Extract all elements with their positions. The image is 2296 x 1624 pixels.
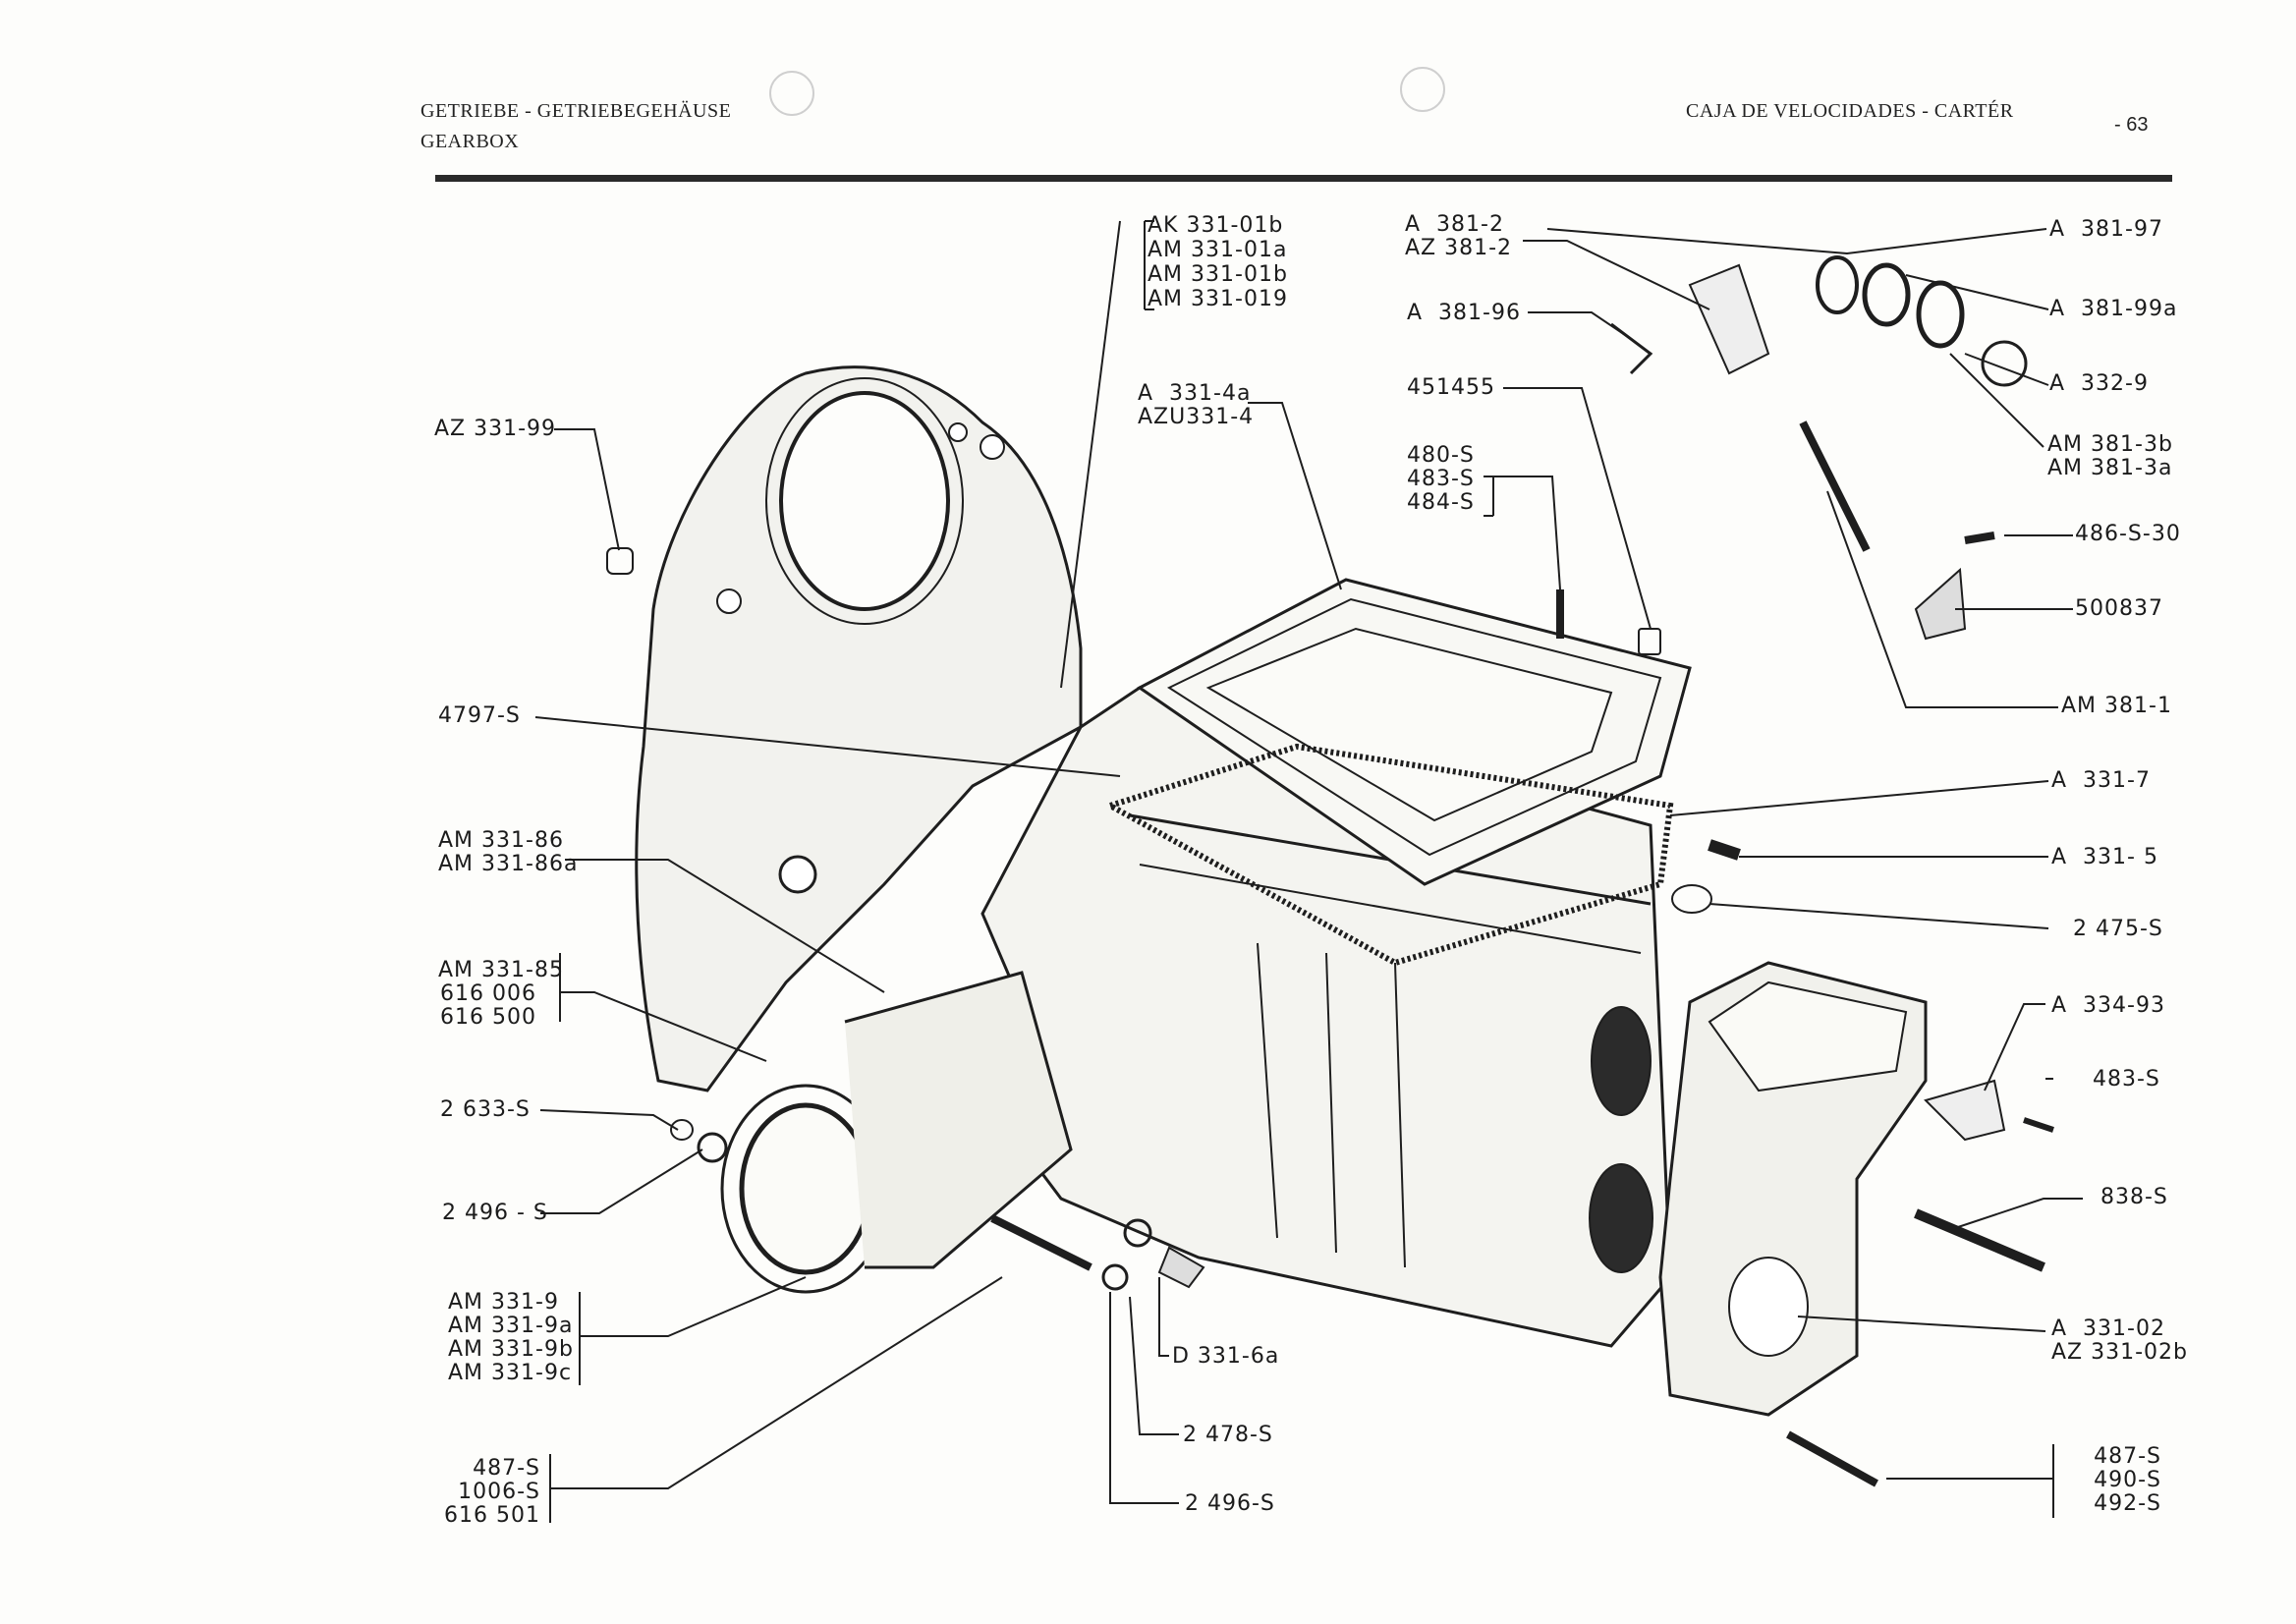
label-az381-2: AZ 381-2 bbox=[1405, 236, 1513, 260]
label-1006-s: 1006-S bbox=[458, 1480, 540, 1504]
label-a331-4a: A 331-4a bbox=[1138, 381, 1252, 406]
header-rule bbox=[435, 175, 2172, 182]
pin-a381-96 bbox=[1610, 322, 1653, 375]
label-am331-85: AM 331-85 bbox=[438, 958, 564, 982]
label-484-s: 484-S bbox=[1407, 490, 1475, 515]
label-838-s: 838-S bbox=[2100, 1185, 2168, 1209]
label-a381-2: A 381-2 bbox=[1405, 212, 1504, 237]
nut-a332-9 bbox=[1981, 340, 2028, 387]
label-2496-s-bottom: 2 496-S bbox=[1185, 1491, 1275, 1516]
pin-451455 bbox=[1638, 628, 1661, 655]
label-az331-99: AZ 331-99 bbox=[434, 417, 557, 441]
label-490-s: 490-S bbox=[2094, 1468, 2161, 1492]
bell-housing-bore bbox=[779, 391, 950, 611]
punch-hole-left bbox=[769, 71, 814, 116]
gasket bbox=[1102, 743, 1674, 967]
header-title-en: GEARBOX bbox=[420, 131, 520, 152]
label-am331-019: AM 331-019 bbox=[1148, 287, 1288, 311]
washer-2475-s bbox=[1671, 884, 1712, 914]
label-2478-s: 2 478-S bbox=[1183, 1423, 1273, 1447]
label-am331-86a: AM 331-86a bbox=[438, 852, 579, 876]
label-a381-99a: A 381-99a bbox=[2049, 297, 2178, 321]
bolt-487-s-right bbox=[1786, 1430, 1878, 1487]
label-am381-1: AM 381-1 bbox=[2061, 694, 2172, 718]
label-am381-3a: AM 381-3a bbox=[2047, 456, 2173, 480]
bell-housing bbox=[635, 365, 1083, 1092]
punch-hole-right bbox=[1400, 67, 1445, 112]
speedo-shaft bbox=[1799, 420, 1871, 552]
label-2496-s-left: 2 496 - S bbox=[442, 1201, 548, 1225]
plug-d331-6a bbox=[1157, 1246, 1205, 1289]
label-am331-9a: AM 331-9a bbox=[448, 1314, 574, 1338]
label-2633-s: 2 633-S bbox=[440, 1097, 531, 1122]
label-a334-93: A 334-93 bbox=[2051, 993, 2165, 1018]
label-azu331-4: AZU331-4 bbox=[1138, 405, 1255, 429]
washer-2478-s bbox=[1123, 1218, 1152, 1248]
label-am381-3b: AM 381-3b bbox=[2047, 432, 2173, 457]
washer-2633-s bbox=[670, 1119, 694, 1141]
label-486-s-30: 486-S-30 bbox=[2075, 522, 2181, 546]
label-am331-9: AM 331-9 bbox=[448, 1290, 559, 1315]
bearing-ring bbox=[1862, 262, 1911, 327]
label-am331-01a: AM 331-01a bbox=[1148, 238, 1288, 262]
bearing-retainer bbox=[739, 1102, 872, 1275]
speedo-bushing bbox=[1688, 263, 1770, 375]
header-title-es: CAJA DE VELOCIDADES - CARTÉR bbox=[1686, 100, 2014, 122]
leader-lines bbox=[534, 220, 2083, 1523]
page-number: - 63 bbox=[2114, 114, 2149, 136]
gear-wheel bbox=[1916, 280, 1965, 349]
label-616501: 616 501 bbox=[444, 1503, 540, 1528]
label-483-s-top: 483-S bbox=[1407, 467, 1475, 491]
label-487-s-right: 487-S bbox=[2094, 1444, 2161, 1469]
label-a331-02: A 331-02 bbox=[2051, 1316, 2165, 1341]
label-4797-s: 4797-S bbox=[438, 703, 521, 728]
label-451455: 451455 bbox=[1407, 375, 1495, 400]
label-a331-7: A 331-7 bbox=[2051, 768, 2151, 793]
stud-838-s bbox=[1914, 1208, 2045, 1272]
label-d331-6a: D 331-6a bbox=[1172, 1344, 1280, 1369]
label-az331-02b: AZ 331-02b bbox=[2051, 1340, 2189, 1365]
label-am331-01b: AM 331-01b bbox=[1148, 262, 1288, 287]
shift-fork bbox=[1914, 567, 1967, 641]
label-am331-86: AM 331-86 bbox=[438, 828, 564, 853]
label-616006: 616 006 bbox=[440, 981, 536, 1006]
label-2475-s: 2 475-S bbox=[2073, 917, 2163, 941]
label-a332-9: A 332-9 bbox=[2049, 371, 2149, 396]
label-492-s: 492-S bbox=[2094, 1491, 2161, 1516]
stud-front bbox=[990, 1214, 1092, 1271]
label-483-s: 483-S bbox=[2093, 1067, 2160, 1092]
label-am331-9c: AM 331-9c bbox=[448, 1361, 573, 1385]
header-title-de: GETRIEBE - GETRIEBEGEHÄUSE bbox=[420, 100, 732, 122]
label-480-s: 480-S bbox=[1407, 443, 1475, 468]
label-500837: 500837 bbox=[2075, 596, 2163, 621]
label-a381-97: A 381-97 bbox=[2049, 217, 2163, 242]
label-487-s-left: 487-S bbox=[473, 1456, 540, 1481]
nut-az331-99 bbox=[606, 547, 634, 575]
label-616500: 616 500 bbox=[440, 1005, 536, 1030]
bracket-a334-93 bbox=[1924, 1079, 2006, 1142]
screw-486-s-30 bbox=[1964, 532, 1995, 544]
label-a331-5: A 331- 5 bbox=[2051, 845, 2158, 869]
label-a381-96: A 381-96 bbox=[1407, 301, 1521, 325]
seal-ring bbox=[1816, 255, 1859, 314]
label-ak331-01b: AK 331-01b bbox=[1148, 213, 1284, 238]
label-am331-9b: AM 331-9b bbox=[448, 1337, 574, 1362]
bolt-483-s bbox=[2023, 1117, 2054, 1133]
drain-plug bbox=[1708, 839, 1741, 861]
nut-2496-s-b bbox=[1101, 1263, 1129, 1291]
nut-2496-s-a bbox=[697, 1132, 728, 1163]
